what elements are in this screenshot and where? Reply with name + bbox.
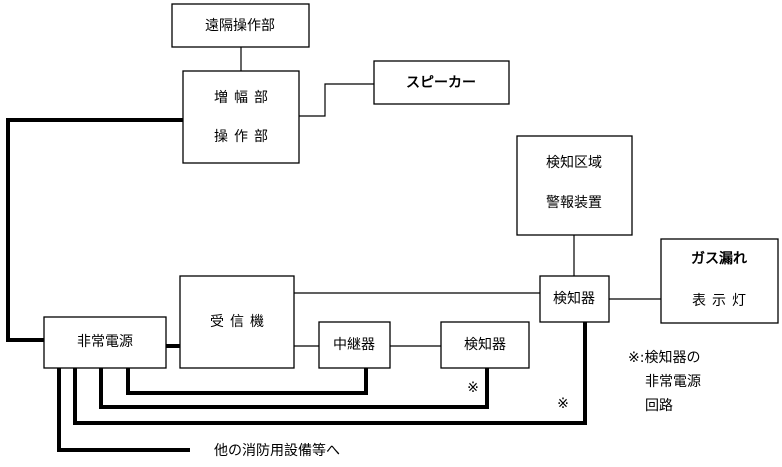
wire-circuit-mark: ※ xyxy=(557,396,569,412)
area-alarm-label-line2: 警報装置 xyxy=(546,195,602,211)
detector-lower-label: 検知器 xyxy=(464,336,506,353)
legend-note: ※:検知器の 非常電源 回路 xyxy=(628,349,701,414)
gas-leak-lamp-label-line1: ガス漏れ xyxy=(691,251,747,267)
remote-control-label: 遠隔操作部 xyxy=(205,18,275,34)
box-gas-leak-lamp: ガス漏れ 表示灯 xyxy=(660,238,779,324)
note-line3: 回路 xyxy=(645,398,673,414)
gas-leak-lamp-label-line2: 表示灯 xyxy=(692,293,752,309)
speaker-label: スピーカー xyxy=(406,75,476,91)
power-to-lower-detector xyxy=(99,368,489,409)
box-receiver: 受信機 xyxy=(179,275,295,369)
box-amplifier: 増幅部 操作部 xyxy=(182,70,300,164)
receiver-label: 受信機 xyxy=(210,314,270,330)
box-emergency-power: 非常電源 xyxy=(43,316,167,369)
box-area-alarm: 検知区域 警報装置 xyxy=(516,135,633,236)
power-to-upper-detector xyxy=(73,322,587,425)
amplifier-label-line1: 増幅部 xyxy=(214,90,274,106)
detector-upper-label: 検知器 xyxy=(553,290,595,307)
power-to-other-equipment xyxy=(57,368,190,452)
box-detector-lower: 検知器 xyxy=(440,321,530,369)
area-alarm-label-line1: 検知区域 xyxy=(546,154,602,171)
box-detector-upper: 検知器 xyxy=(539,275,610,323)
thin-wiring xyxy=(240,47,661,347)
box-relay: 中継器 xyxy=(318,321,391,369)
wire-amplifier-to-speaker xyxy=(299,83,374,117)
note-line1: ※:検知器の xyxy=(628,349,700,366)
detector-circuit-mark: ※ xyxy=(467,380,479,396)
power-to-relay xyxy=(126,368,368,395)
other-equipment-label: 他の消防用設備等へ xyxy=(214,442,340,459)
emergency-power-label: 非常電源 xyxy=(77,334,133,350)
box-speaker: スピーカー xyxy=(373,60,510,105)
note-line2: 非常電源 xyxy=(645,374,701,390)
power-amplifier-to-emergency xyxy=(6,118,183,342)
box-remote-control: 遠隔操作部 xyxy=(171,3,310,48)
power-wiring xyxy=(6,118,587,452)
amplifier-label-line2: 操作部 xyxy=(214,129,274,145)
relay-label: 中継器 xyxy=(333,337,375,353)
